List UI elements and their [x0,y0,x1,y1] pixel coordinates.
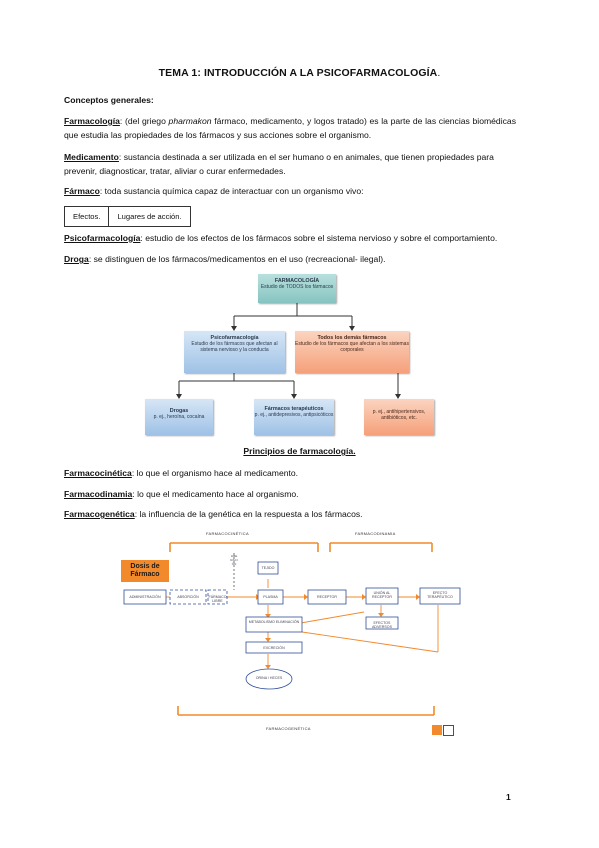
pk-metabolismo: METABOLISMO ELIMINACIÓN [248,620,300,624]
page-title: TEMA 1: INTRODUCCIÓN A LA PSICOFARMACOLO… [158,67,441,79]
greek-word: pharmakon [168,116,212,126]
term-farmacocinetica: Farmacocinética [64,468,132,478]
pk-efectos-adversos: EFECTOS ADVERSOS [372,621,392,629]
pk-farmaco-libre: FÁRMACO LIBRE [208,595,227,603]
orange-square-icon [432,725,442,735]
term-farmaco: Fármaco [64,186,100,196]
term-farmacologia: Farmacología [64,116,120,126]
medicamento-definition: Medicamento: sustancia destinada a ser u… [64,152,494,176]
psicofarmacologia-definition: Psicofarmacología: estudio de los efecto… [64,233,498,243]
farmacodinamia-definition: Farmacodinamia: lo que el medicamento ha… [64,489,299,499]
term-medicamento: Medicamento [64,152,119,162]
farmaco-table-effects: Efectos. [63,206,110,227]
term-droga: Droga [64,254,89,264]
term-farmacogenetica: Farmacogenética [64,509,135,519]
farmaco-definition: Fármaco: toda sustancia química capaz de… [64,186,364,196]
label-farmacodinamia: FARMACODINAMIA [355,531,396,536]
term-psicofarmacologia: Psicofarmacología [64,233,141,243]
farmaco-table: Efectos. Lugares de acción. [63,206,191,227]
concepts-heading: Conceptos generales: [64,95,154,105]
principles-title: Principios de farmacología. [243,446,356,456]
blue-square-icon [443,725,454,736]
pk-administracion: ADMINISTRACIÓN [129,595,161,599]
farmacocinetica-definition: Farmacocinética: lo que el organismo hac… [64,468,299,478]
droga-definition: Droga: se distinguen de los fármacos/med… [64,254,386,264]
label-farmacocinetica: FARMACOCINÉTICA [206,531,249,536]
term-farmacodinamia: Farmacodinamia [64,489,133,499]
label-farmacogenetica: FARMACOGENÉTICA [266,726,311,731]
pk-tejido: TEJIDO [261,566,275,570]
pk-absorcion: ABSORCIÓN [177,595,199,599]
pk-excrecion: EXCRECIÓN [263,646,285,650]
pk-receptor: RECEPTOR [317,595,337,599]
farmaco-table-sites: Lugares de acción. [108,206,191,227]
pk-plasma: PLASMA [263,595,278,599]
pk-union-receptor: UNIÓN AL RECEPTOR [372,591,392,599]
pk-orina: ORINA / HECES [255,676,283,680]
farmacogenetica-definition: Farmacogenética: la influencia de la gen… [64,509,363,519]
pk-efecto-terapeutico: EFECTO TERAPÉUTICO [427,591,453,599]
page-number: 1 [506,792,511,802]
dose-box: Dosis de Fármaco [121,560,169,582]
pk-vertical-label: LIBERACIÓN [230,554,238,566]
farmacologia-definition: Farmacología: (del griego pharmakon fárm… [64,116,516,140]
